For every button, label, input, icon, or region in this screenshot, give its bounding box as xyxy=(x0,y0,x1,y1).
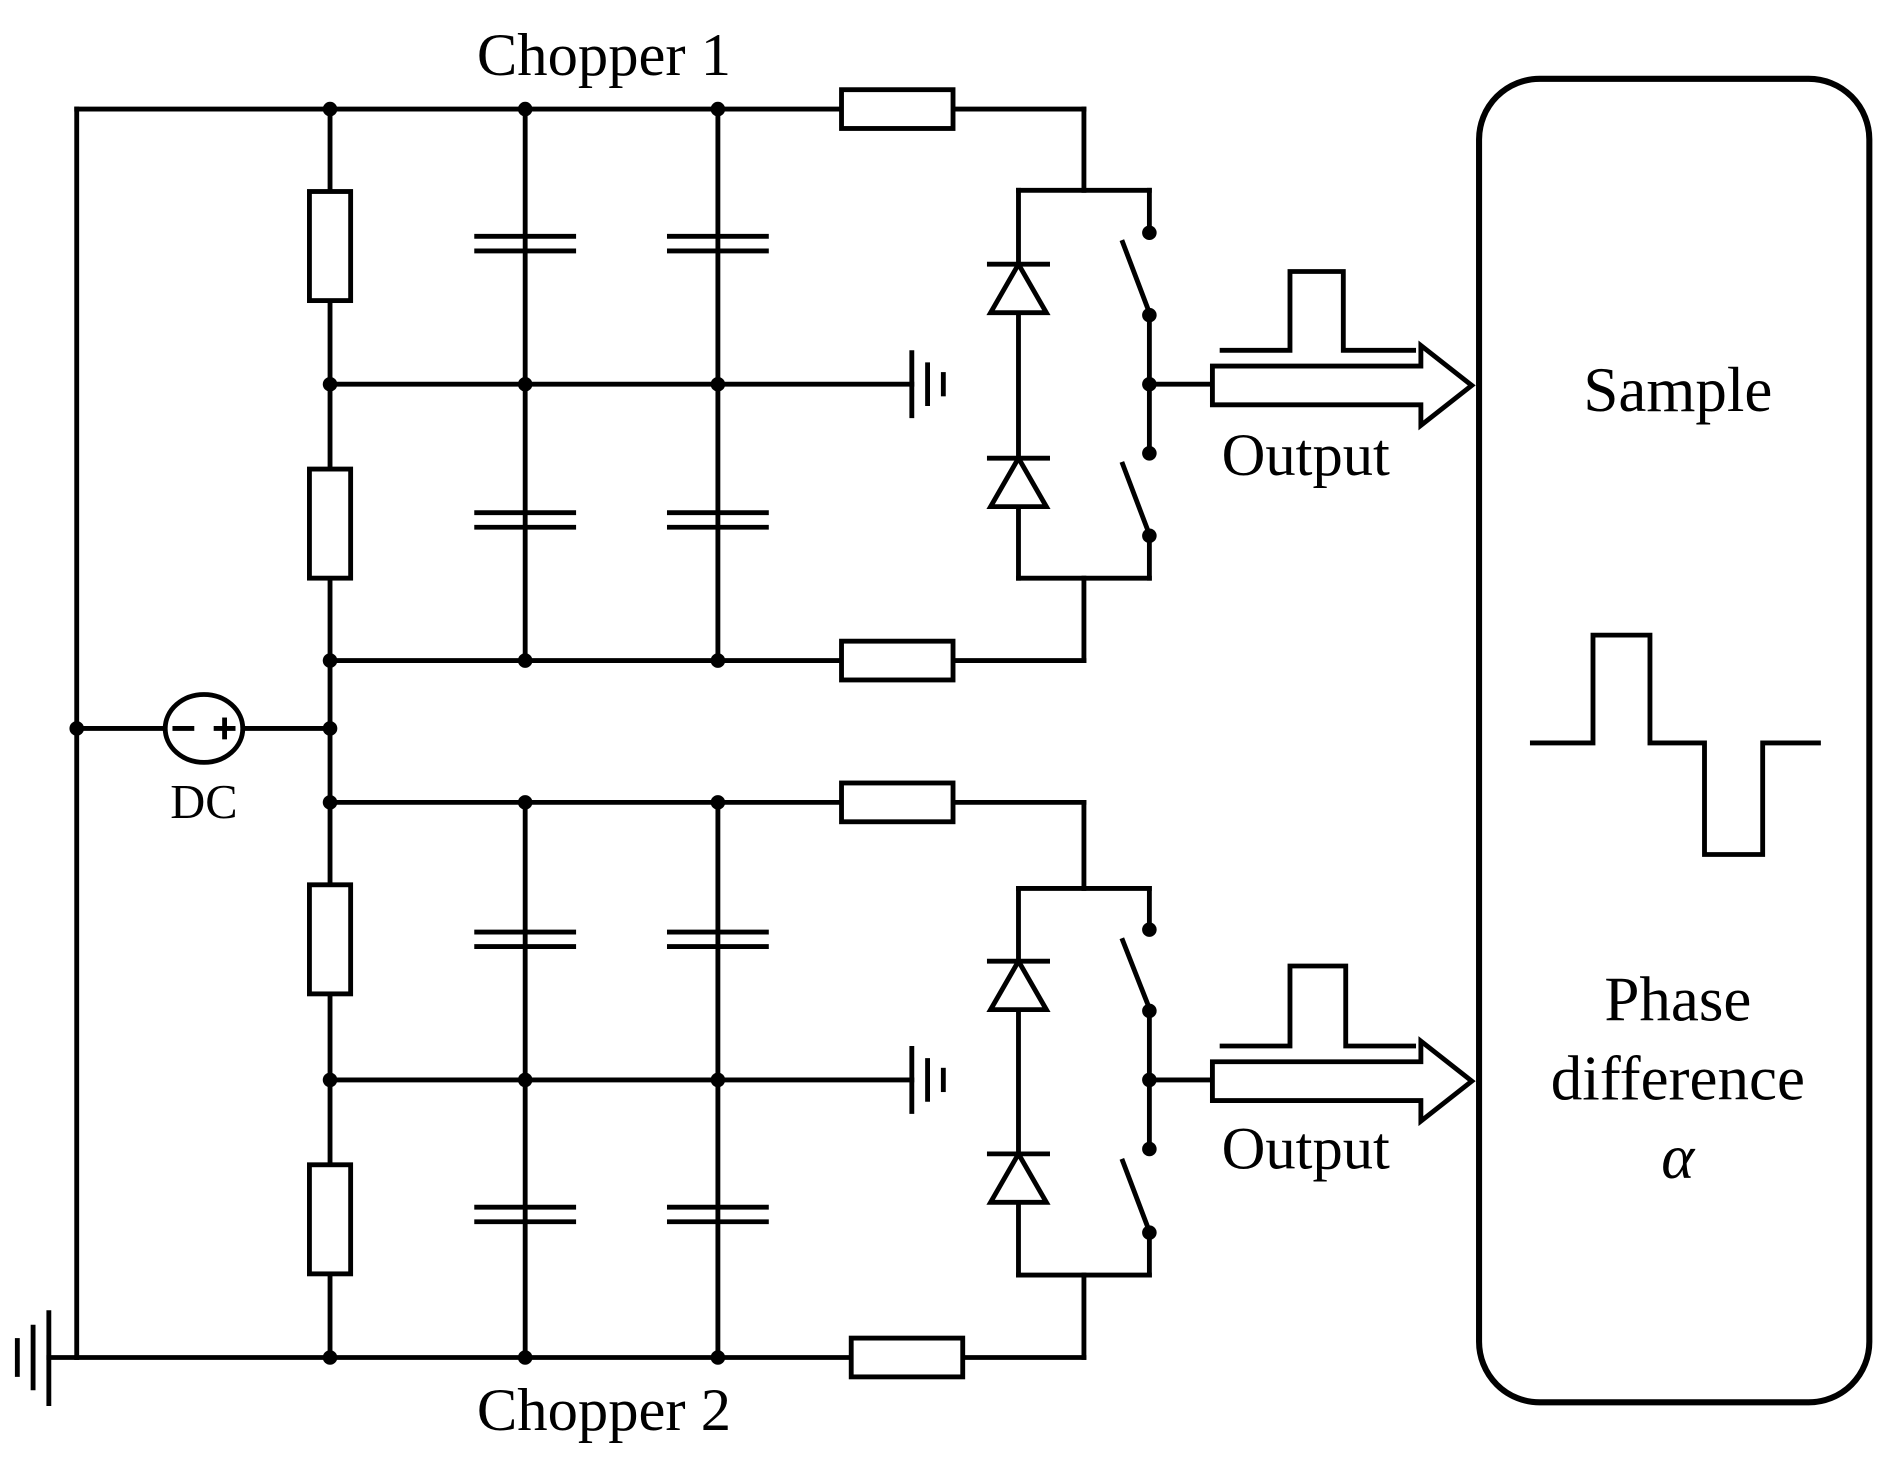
output-2-label: Output xyxy=(1222,1115,1390,1182)
phase-label-line1: Phase xyxy=(1604,965,1751,1035)
ground-icon xyxy=(14,1310,80,1406)
phase-alpha-symbol: α xyxy=(1661,1122,1696,1192)
chopper-2-label: Chopper 2 xyxy=(477,1377,731,1444)
output-arrow-1 xyxy=(1209,269,1476,431)
chopper-2-nodes xyxy=(322,795,1157,1365)
dc-source-label: DC xyxy=(170,776,237,829)
sample-label: Sample xyxy=(1583,355,1772,425)
dc-source xyxy=(162,692,246,765)
chopper-2-circuit xyxy=(74,783,1215,1377)
chopper-1-nodes xyxy=(69,101,1157,736)
chopper-1-circuit xyxy=(309,90,1215,680)
chopper-1-label: Chopper 1 xyxy=(477,22,731,89)
phase-label-line2: difference xyxy=(1551,1043,1805,1113)
output-1-label: Output xyxy=(1222,422,1390,489)
output-arrow-2 xyxy=(1209,963,1476,1127)
sample-block xyxy=(1476,75,1873,1406)
